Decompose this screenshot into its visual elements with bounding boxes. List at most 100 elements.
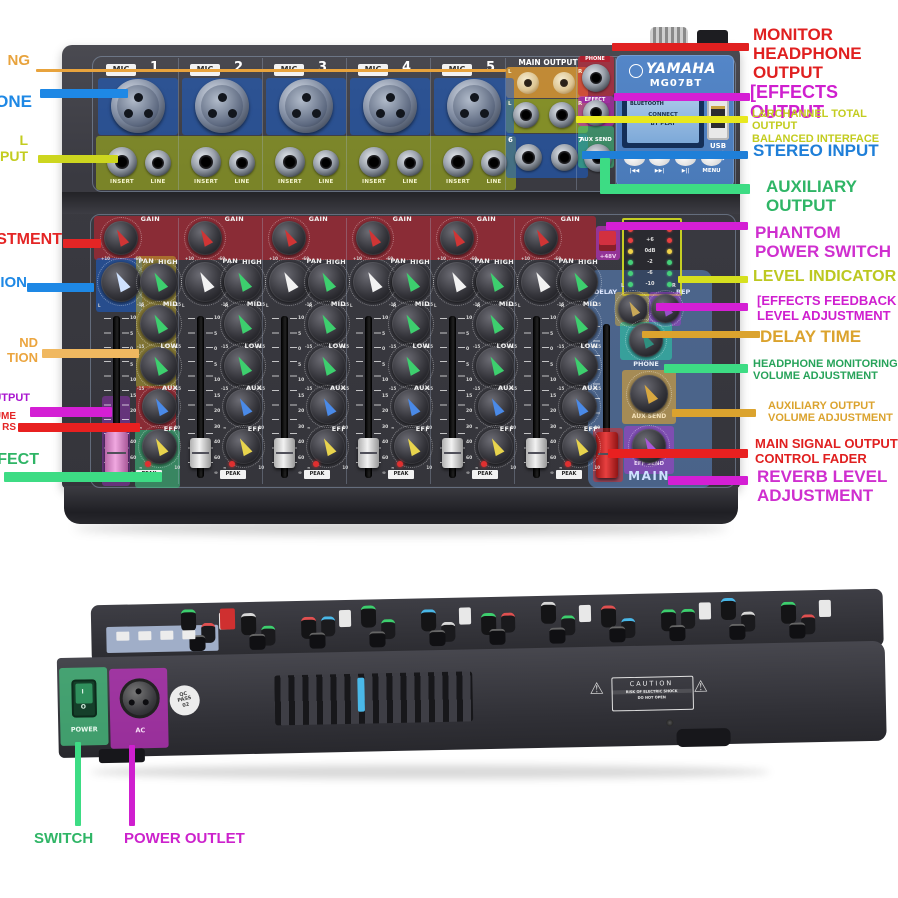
pan-knob-label: PAN [390,257,406,265]
aux-knob-scale: ∞10 [223,425,264,430]
aux-knob-label: AUX [497,384,514,392]
knob-pointer [149,434,171,457]
low-knob-scale: -15+15 [305,386,349,391]
media-button-label: MENU [702,168,721,174]
power-outlet-callout-line [129,745,135,826]
right-callout-label: PHANTOM POWER SWITCH [755,223,891,262]
knob-pointer [315,353,339,378]
left-callout-line [18,423,140,432]
insert-jack [191,147,221,177]
meter-led-right [667,249,672,254]
low-knob-label: LOW [160,342,178,350]
knob-pointer [567,269,591,294]
low-knob [136,343,182,389]
knob-pointer [567,311,591,336]
aux-knob [390,385,433,428]
main-out-rca-l-label: L [508,69,512,75]
media-button-label: |◀◀ [629,168,640,174]
low-knob-label: LOW [412,342,430,350]
gain-knob-scale: +10-60 [437,256,477,261]
gain-knob-scale: +10-60 [101,256,141,261]
channel-fader-track [197,316,204,478]
right-callout-line [614,93,750,101]
meter-led-left [628,260,633,265]
gain-knob-label: GAIN [140,215,160,223]
channel-fader-track [449,316,456,478]
high-knob [136,259,182,305]
knob-pointer [231,353,255,378]
line-label: LINE [402,179,418,185]
gain-knob-label: GAIN [224,215,244,223]
knob-pointer [278,226,299,248]
aux-knob-label: AUX [245,384,262,392]
eff-knob-label: EFF [499,425,514,433]
right-callout-line [608,449,748,458]
low-knob-label: LOW [328,342,346,350]
gain-knob [268,217,310,259]
high-knob-label: HIGH [242,258,262,266]
gain-knob-scale: +10-60 [353,256,393,261]
knob-pointer [233,434,255,457]
gain-row-highlight [94,216,596,260]
right-callout-line [606,222,748,230]
rear-fader-tab [818,599,832,618]
left-callout-line [27,283,94,292]
xlr-connector [363,79,417,133]
knob-pointer [233,394,255,417]
rear-panel-button [160,630,174,640]
stereo-in-6-label: 6 [508,136,513,144]
gain-knob [520,217,562,259]
fader-ticks-left [188,318,195,476]
fader-ticks-right [206,318,213,476]
right-callout-line [668,476,748,485]
left-callout-label: UTPUT [0,392,30,404]
aux-knob [138,385,181,428]
model-name: MG07BT [649,78,703,89]
meter-row-label: -6 [647,270,653,276]
insert-jack [275,147,305,177]
right-callout-label: AUXILIARY OUTPUT [766,177,857,216]
xlr-connector [447,79,501,133]
low-knob-label: LOW [580,342,598,350]
pan-knob [181,258,229,306]
pan-knob-label: PAN [474,257,490,265]
knob-pointer [149,394,171,417]
right-callout-label: DELAY TIME [760,327,862,346]
rear-knob [180,609,197,632]
main-out-trs-r-label: R [578,101,583,107]
mid-knob [388,301,434,347]
peak-led [565,461,571,467]
peak-led [397,461,403,467]
mid-knob [472,301,518,347]
rear-red-switch [219,608,236,630]
left-callout-line [30,407,112,417]
right-callout-label: AUXILIARY OUTPUT VOLUME ADJUSTMENT [768,400,893,425]
rear-fader-tab [698,602,712,620]
mid-knob-label: MID [162,300,178,308]
channel-fader-track [533,316,540,478]
meter-r-label: R [672,283,676,289]
mid-knob [136,301,182,347]
display-line3: BT PLAY [650,121,676,127]
mixer-front-edge [64,486,738,524]
left-callout-label: ND TION [6,335,38,365]
low-knob [556,343,602,389]
low-knob-scale: -15+15 [137,386,181,391]
line-label: LINE [150,179,166,185]
gain-knob-label: GAIN [392,215,412,223]
jack-panel-outline [92,56,736,192]
rear-knob [540,601,557,624]
power-rocker-cap [75,683,93,704]
line-label: LINE [486,179,502,185]
rear-power-label: POWER [70,725,98,734]
left-callout-label: ONE [0,92,32,111]
right-callout-label: [EFFECTS OUTPUT [750,82,838,123]
low-knob [472,343,518,389]
phone-output-jack [582,64,610,92]
fader-ticks-left [356,318,363,476]
knob-pointer [624,299,643,318]
rear-panel-button [138,631,152,641]
rear-ac-label: AC [135,726,146,735]
